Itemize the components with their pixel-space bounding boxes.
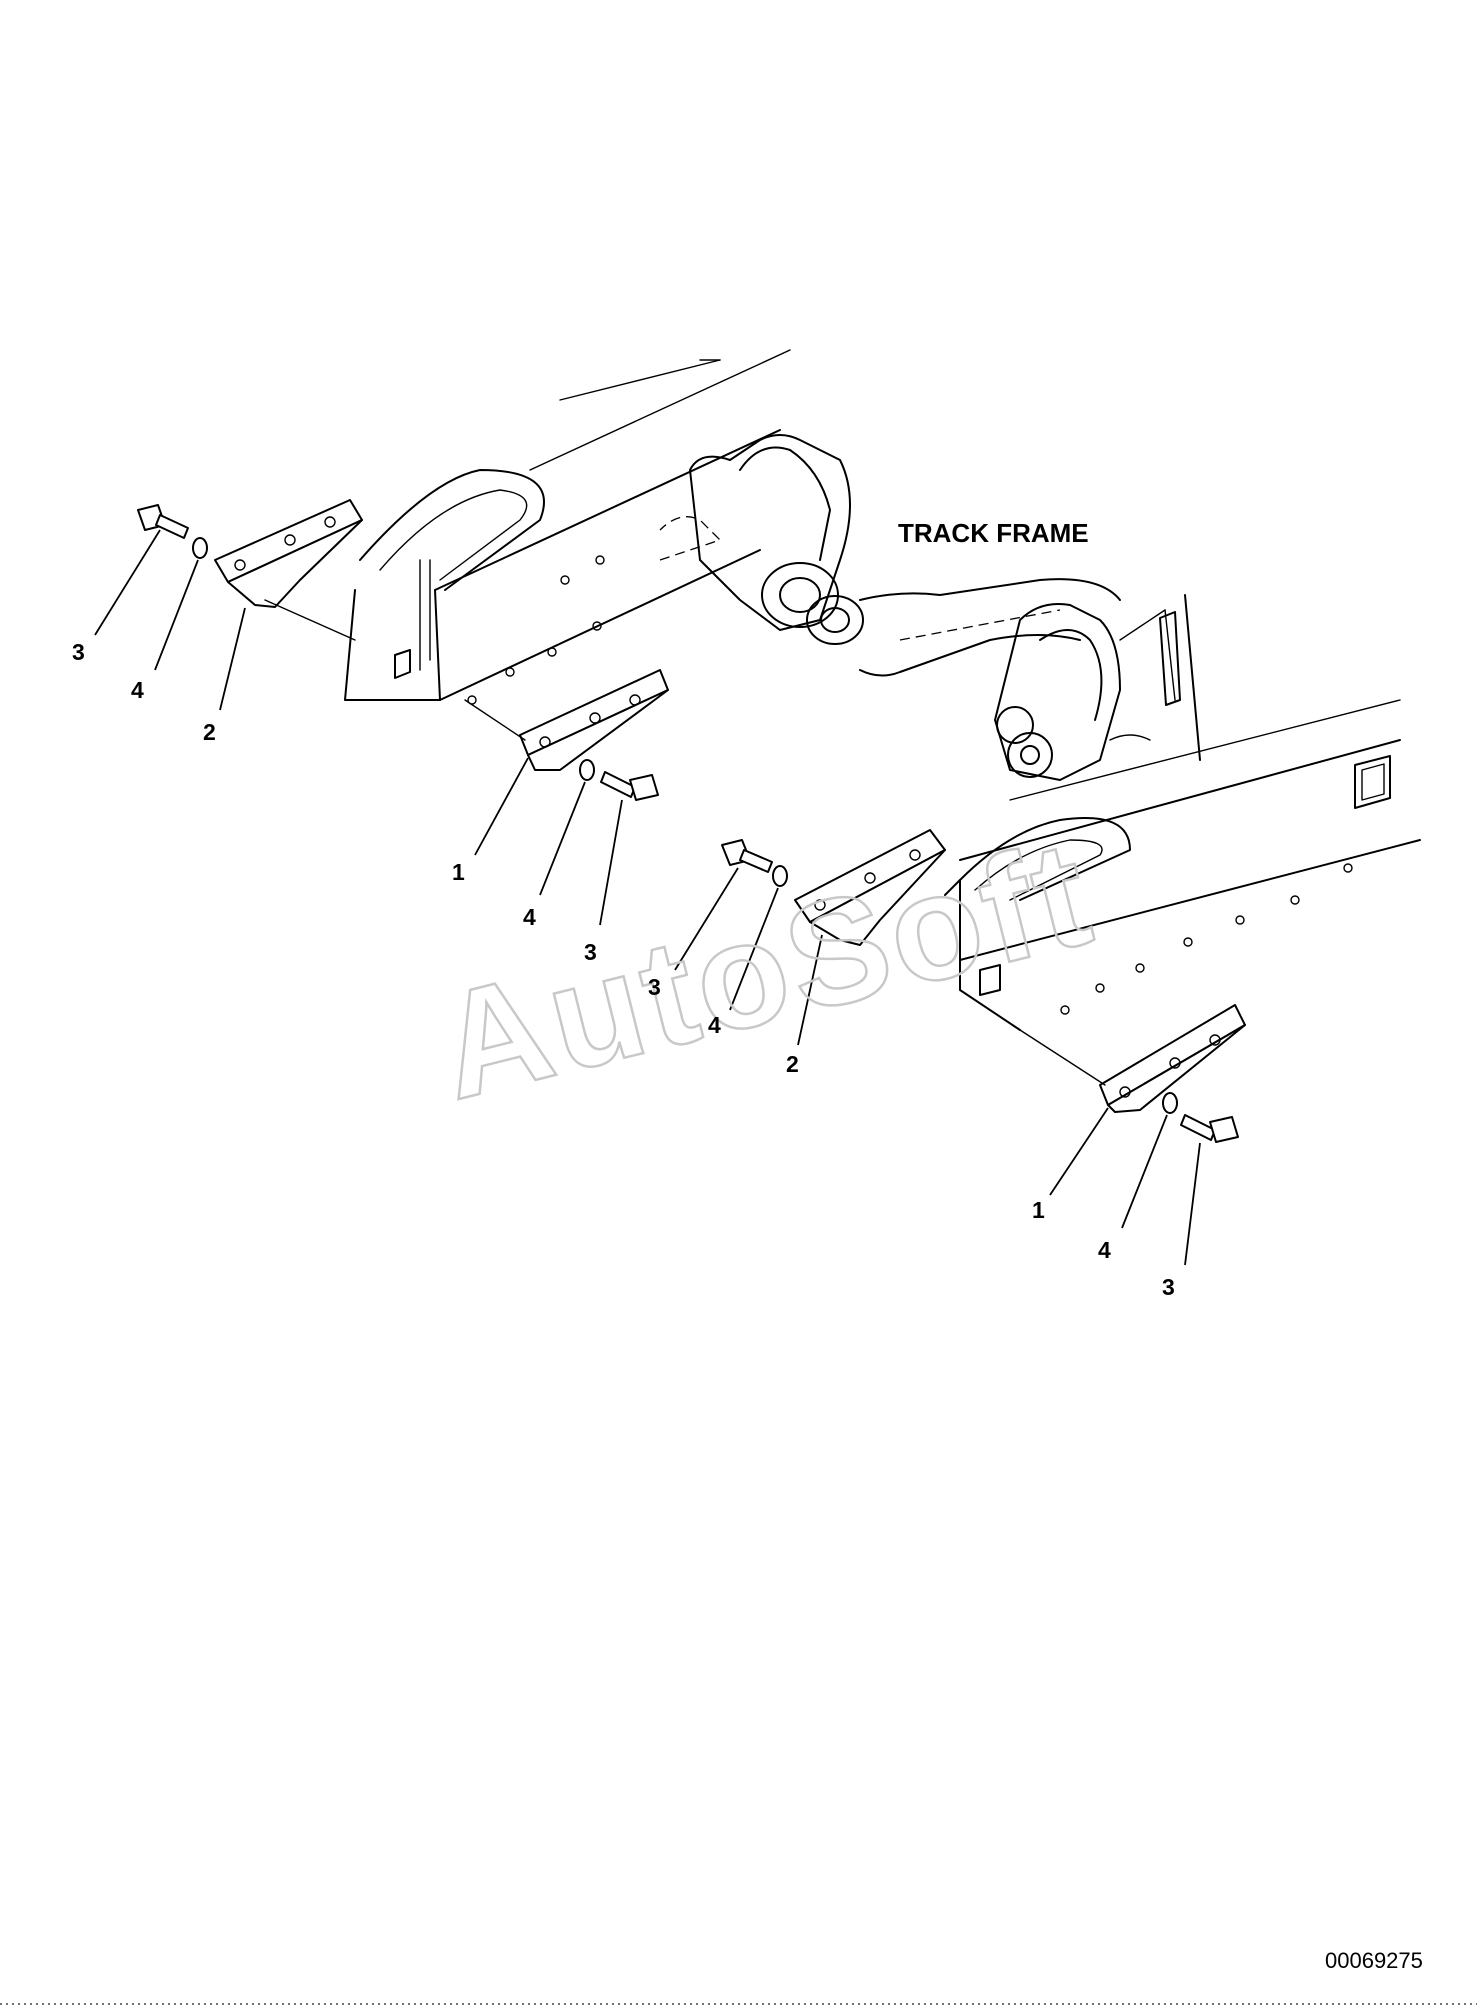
part-3-bolt (721, 839, 773, 873)
part-4-washer (192, 537, 208, 559)
part-3-bolt (1180, 1114, 1239, 1143)
assembly-line (264, 599, 356, 641)
watermark: AutoSoft (422, 807, 1108, 1131)
part-4-washer (579, 759, 595, 781)
part-4-washer (772, 865, 788, 887)
callout-bracket: 2 (203, 719, 216, 745)
callout-bolt: 3 (648, 974, 661, 1000)
part-3-bolt (600, 771, 659, 801)
drawing-code: 00069275 (1325, 1948, 1423, 1973)
callouts-right-guard: 1 4 3 (1032, 1197, 1175, 1300)
track-frame-drawing (344, 349, 1421, 1031)
callout-bolt: 3 (584, 939, 597, 965)
part-2-right-bracket (794, 829, 946, 946)
callout-washer: 4 (708, 1012, 721, 1038)
callout-guard: 1 (1032, 1197, 1045, 1223)
callouts-left-guard: 1 4 3 (452, 859, 597, 965)
part-4-washer (1162, 1092, 1178, 1114)
callouts-left-bracket: 3 4 2 (72, 639, 216, 745)
callout-washer: 4 (1098, 1237, 1111, 1263)
assembly-line (464, 699, 526, 741)
part-1-left-guard (519, 669, 669, 771)
callout-bolt: 3 (1162, 1274, 1175, 1300)
part-2-left-bracket (214, 499, 363, 608)
leader-lines (94, 529, 1201, 1266)
callout-washer: 4 (523, 904, 536, 930)
callout-guard: 1 (452, 859, 465, 885)
callout-bracket: 2 (786, 1051, 799, 1077)
part-1-right-guard (1099, 1004, 1246, 1113)
callout-bolt: 3 (72, 639, 85, 665)
track-frame-label: TRACK FRAME (898, 518, 1089, 548)
callout-washer: 4 (131, 677, 144, 703)
part-3-bolt (137, 504, 189, 539)
callouts-right-bracket: 3 4 2 (648, 974, 799, 1077)
assembly-line (1019, 1029, 1106, 1086)
